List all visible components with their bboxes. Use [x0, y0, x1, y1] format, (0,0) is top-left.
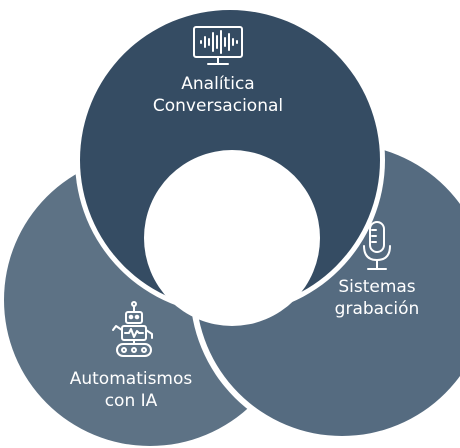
label-sistemas-line2: grabación [334, 299, 420, 319]
label-sistemas-line1: Sistemas [338, 277, 416, 297]
label-automatismos: Automatismos con IA [70, 368, 193, 412]
microphone-icon [363, 221, 391, 270]
label-analitica: Analítica Conversacional [153, 73, 283, 117]
label-sistemas: Sistemas grabación [335, 276, 420, 320]
label-automatismos-line1: Automatismos [69, 369, 193, 389]
label-analitica-line1: Analítica [181, 74, 255, 94]
label-automatismos-line2: con IA [104, 391, 158, 411]
label-analitica-line2: Conversacional [152, 96, 284, 116]
center-hole [144, 150, 320, 326]
robot-icon [112, 301, 153, 357]
monitor-waveform-icon [193, 26, 243, 65]
